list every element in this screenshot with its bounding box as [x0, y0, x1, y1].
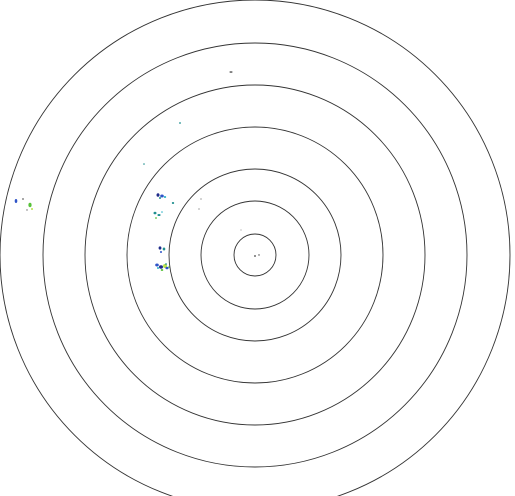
center-dot [258, 254, 260, 256]
echo-blob [163, 196, 167, 198]
echo-blob [22, 198, 24, 200]
echo-blob [143, 163, 145, 165]
echo-blob [168, 266, 170, 268]
echo-blob [240, 229, 242, 231]
echo-blob [200, 198, 202, 200]
echo-blob [153, 211, 157, 215]
echo-blob [160, 251, 162, 253]
echo-cluster-group [14, 71, 242, 271]
range-ring [233, 233, 277, 277]
echo-blob [155, 263, 159, 267]
echo-blob [171, 202, 175, 204]
echo-blob [165, 263, 167, 265]
echo-blob [161, 211, 163, 213]
echo-blob [157, 214, 161, 216]
echo-blob [158, 246, 162, 250]
echo-blob [31, 208, 33, 210]
range-ring [126, 126, 384, 384]
echo-blob [155, 217, 157, 219]
echo-blob [160, 194, 164, 198]
echo-blob [165, 266, 169, 270]
range-ring [168, 168, 342, 342]
center-marker [254, 254, 260, 257]
echo-blob [14, 199, 18, 203]
center-dot [254, 255, 256, 257]
echo-blob [229, 71, 233, 73]
echo-blob [28, 202, 32, 208]
echo-blob [157, 267, 159, 269]
echo-blob [159, 197, 161, 199]
range-ring [200, 200, 310, 310]
echo-blob [26, 209, 28, 211]
range-ring [84, 84, 426, 426]
echo-blob [159, 265, 163, 269]
echo-blob [156, 193, 160, 197]
range-ring [42, 42, 468, 468]
echo-blob [198, 208, 200, 210]
echo-blob [160, 269, 164, 271]
echo-blob [162, 247, 166, 251]
echo-blob [179, 122, 181, 124]
